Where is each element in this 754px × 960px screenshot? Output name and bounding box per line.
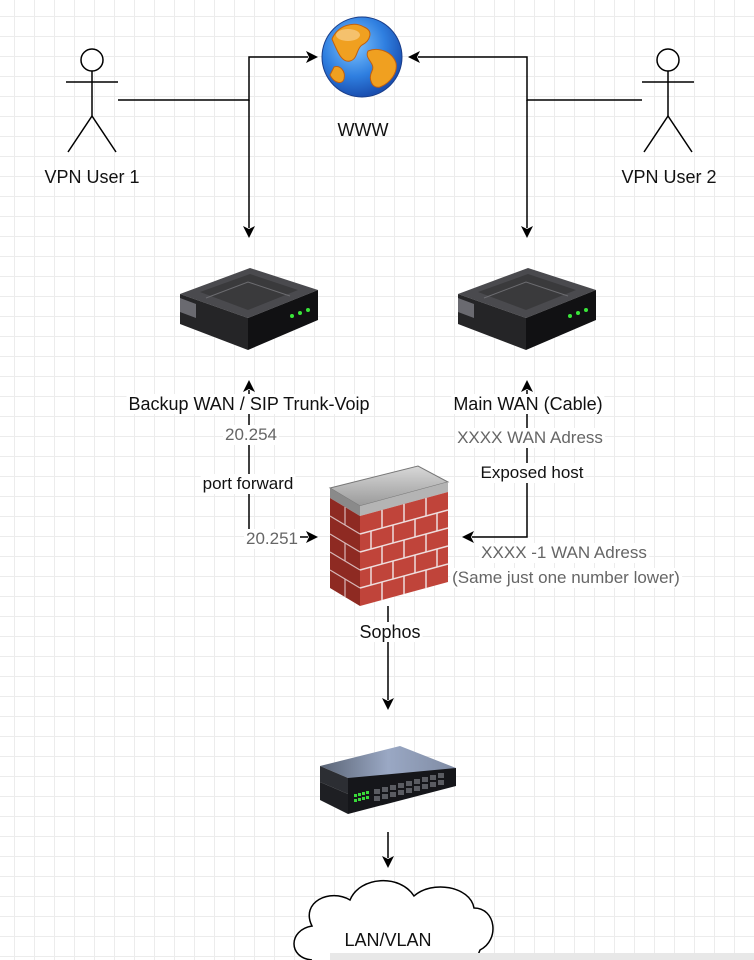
actor-icon[interactable]	[66, 48, 118, 153]
backup-wan-label: Backup WAN / SIP Trunk-Voip	[126, 394, 372, 414]
firewall-icon[interactable]	[328, 465, 450, 606]
edge-user1-www[interactable]	[118, 56, 308, 101]
arrowhead-www-right	[408, 51, 420, 63]
horizontal-scrollbar[interactable]	[330, 953, 754, 960]
exposed-host-label: Exposed host	[478, 463, 586, 483]
arrowhead-sophos-right	[462, 531, 474, 543]
backup-wan-ip-label: 20.254	[223, 425, 279, 445]
router-icon[interactable]	[180, 268, 318, 350]
sophos-label: Sophos	[357, 622, 423, 642]
www-label: WWW	[337, 120, 389, 140]
cloud-icon[interactable]	[293, 880, 494, 960]
switch-icon[interactable]	[320, 746, 456, 814]
sophos-main-address-label: XXXX -1 WAN Adress	[479, 543, 649, 563]
arrowhead-lan-top	[382, 856, 394, 868]
lan-vlan-label: LAN/VLAN	[344, 930, 432, 950]
arrowhead-backup-wan-bottom	[243, 380, 255, 392]
edges	[118, 51, 642, 868]
arrowhead-main-wan-top	[521, 226, 533, 238]
edge-user2-www[interactable]	[418, 56, 642, 101]
globe-icon[interactable]	[321, 16, 403, 98]
arrowhead-switch-top	[382, 698, 394, 710]
sophos-backup-ip-label: 20.251	[244, 529, 300, 549]
main-wan-address-label: XXXX WAN Adress	[455, 428, 605, 448]
main-wan-label: Main WAN (Cable)	[451, 394, 605, 414]
arrowhead-sophos-left	[306, 531, 318, 543]
arrowhead-backup-wan-top	[243, 226, 255, 238]
vpn-user-2-label: VPN User 2	[621, 167, 717, 187]
vpn-user-1-label: VPN User 1	[44, 167, 140, 187]
port-forward-label: port forward	[200, 474, 296, 494]
router-icon[interactable]	[458, 268, 596, 350]
arrowhead-www-left	[306, 51, 318, 63]
same-note-label: (Same just one number lower)	[450, 568, 682, 588]
actor-icon[interactable]	[642, 48, 694, 153]
arrowhead-main-wan-bottom	[521, 380, 533, 392]
